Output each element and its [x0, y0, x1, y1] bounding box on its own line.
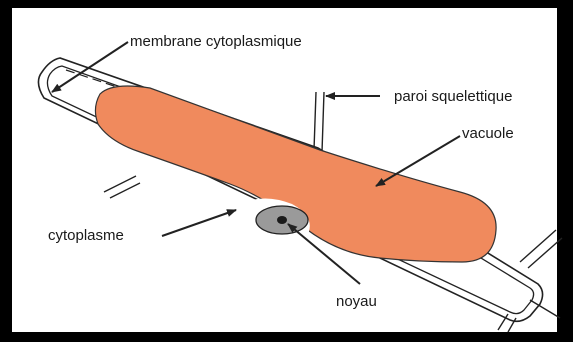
neighbour-wall-left	[104, 176, 140, 198]
cytoplasme-arrow	[162, 210, 236, 236]
label-noyau: noyau	[336, 293, 377, 310]
vacuole-arrow	[376, 136, 460, 186]
neighbour-wall-right	[520, 230, 562, 318]
neighbour-wall-bottom	[498, 314, 516, 332]
label-vacuole: vacuole	[462, 125, 514, 142]
label-paroi: paroi squelettique	[394, 88, 512, 105]
nucleolus	[277, 216, 287, 224]
label-membrane: membrane cytoplasmique	[130, 33, 302, 50]
neighbour-wall-top	[314, 92, 324, 152]
label-cytoplasme: cytoplasme	[48, 227, 124, 244]
